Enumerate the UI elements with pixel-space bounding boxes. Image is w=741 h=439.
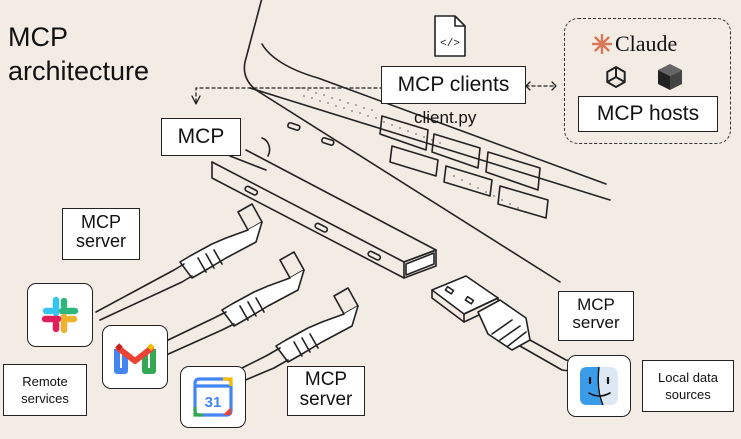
cable-calendar	[233, 287, 359, 385]
title-line-1: MCP	[8, 22, 68, 52]
usb-a-plug	[431, 275, 579, 373]
calendar-day-number: 31	[205, 394, 222, 411]
server-bottom-line-1: MCP	[304, 369, 348, 390]
usb-hub	[211, 137, 437, 279]
openai-logo-icon	[606, 65, 626, 89]
slack-tile	[27, 283, 93, 347]
claude-wordmark: Claude	[615, 31, 678, 56]
file-code-glyph: </>	[440, 38, 460, 50]
google-calendar-icon: 31	[193, 377, 233, 417]
client-file-name: client.py	[414, 108, 477, 127]
cube-logo-icon	[658, 64, 682, 90]
local-line-2: sources	[665, 387, 711, 402]
remote-line-1: Remote	[22, 374, 68, 389]
slack-icon	[41, 296, 79, 334]
laptop-base-edge	[261, 43, 607, 185]
server-local-line-1: MCP	[577, 295, 615, 314]
title: MCP architecture	[8, 20, 149, 88]
local-line-1: Local data	[658, 370, 718, 385]
finder-icon	[580, 366, 618, 406]
mcp-clients-label: MCP clients	[381, 66, 526, 104]
mcp-server-local-label: MCP server	[558, 291, 634, 341]
hosts-group	[564, 18, 731, 144]
gmail-tile	[102, 325, 168, 389]
server-bottom-line-2: server	[299, 388, 353, 410]
laptop-lid-edge	[249, 87, 611, 201]
calendar-tile: 31	[180, 366, 246, 428]
title-line-2: architecture	[8, 56, 150, 86]
cable-gmail	[163, 251, 305, 357]
dashed-connectors	[195, 85, 557, 103]
server-remote-line-1: MCP	[81, 212, 121, 232]
speaker-grille	[299, 87, 527, 213]
file-code-icon: </>	[434, 15, 466, 57]
cable-slack	[95, 203, 263, 321]
finder-tile	[567, 355, 631, 417]
remote-services-label: Remote services	[3, 364, 87, 416]
claude-logo-icon	[592, 34, 612, 54]
keyboard-keys	[379, 115, 549, 219]
laptop-ports	[287, 121, 335, 146]
mcp-label: MCP	[161, 118, 241, 156]
remote-line-2: services	[21, 391, 69, 406]
server-local-line-2: server	[572, 312, 620, 332]
server-remote-line-2: server	[75, 230, 126, 251]
local-data-sources-label: Local data sources	[642, 360, 734, 412]
gmail-icon	[114, 343, 156, 374]
mcp-server-remote-label: MCP server	[62, 208, 140, 260]
mcp-server-bottom-label: MCP server	[287, 366, 365, 416]
mcp-hosts-label: MCP hosts	[578, 96, 718, 132]
